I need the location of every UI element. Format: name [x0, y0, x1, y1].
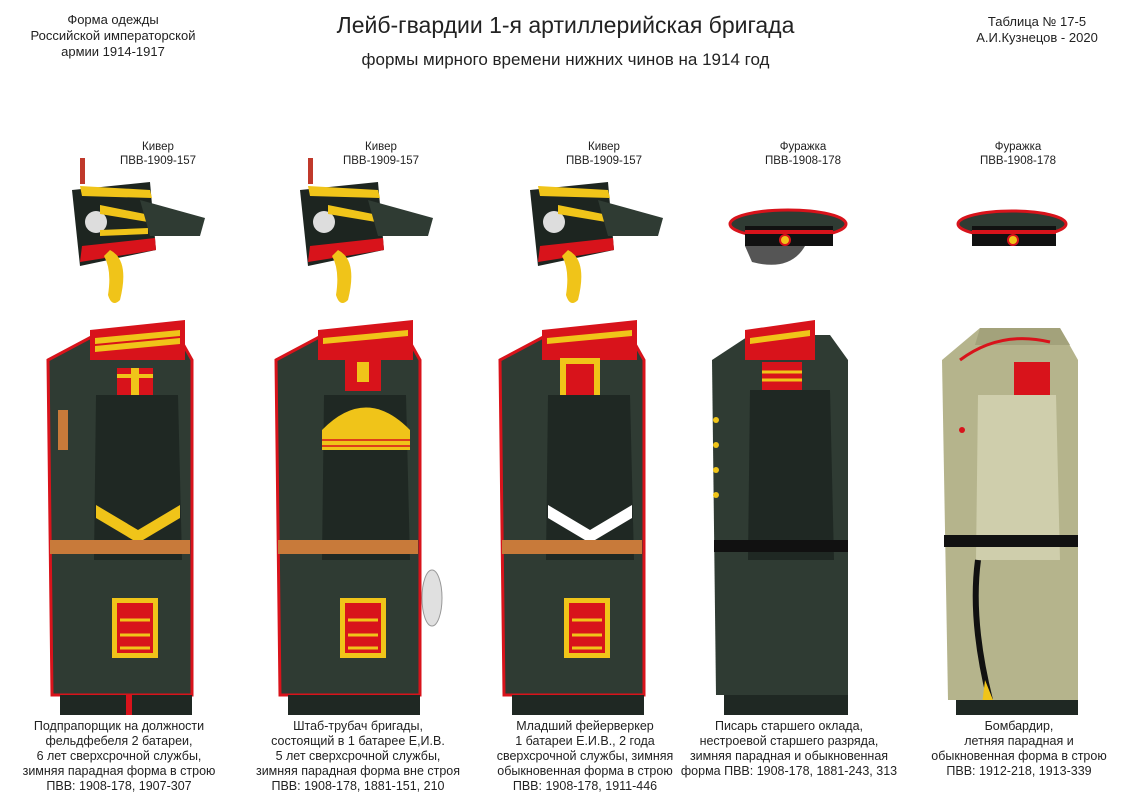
headgear-code: ПВВ-1909-157	[565, 155, 643, 167]
figure-3-illustration	[498, 182, 663, 715]
caption-line: Бомбардир,	[984, 719, 1054, 733]
figure-3-caption: Младший фейерверкер 1 батареи Е.И.В., 2 …	[475, 719, 695, 794]
figure-1-caption: Подпрапорщик на должности фельдфебеля 2 …	[9, 719, 229, 794]
caption-line: ПВВ: 1908-178, 1911-446	[512, 779, 658, 793]
figure-2-headgear-label: Кивер ПВВ-1909-157	[296, 140, 466, 168]
headgear-name: Фуражка	[994, 141, 1042, 153]
peaked-cap-icon	[956, 209, 1068, 246]
header-series-title: Форма одежды Российской императорской ар…	[18, 12, 208, 60]
caption-line: ПВВ: 1908-178, 1881-151, 210	[271, 779, 445, 793]
caption-line: 1 батареи Е.И.В., 2 года	[515, 734, 655, 748]
caption-line: обыкновенная форма в строю	[497, 764, 673, 778]
caption-line: зимняя парадная форма вне строя	[255, 764, 461, 778]
caption-line: сверхсрочной службы, зимняя	[496, 749, 674, 763]
caption-line: 6 лет сверхсрочной службы,	[36, 749, 202, 763]
shako-icon	[300, 158, 433, 304]
caption-line: форма ПВВ: 1908-178, 1881-243, 313	[680, 764, 898, 778]
peaked-cap-icon	[728, 208, 848, 265]
caption-line: Штаб-трубач бригады,	[293, 719, 423, 733]
caption-line: состоящий в 1 батарее Е,И.В.	[271, 734, 445, 748]
header-left-line: армии 1914-1917	[61, 44, 165, 59]
figure-5-caption: Бомбардир, летняя парадная и обыкновенна…	[909, 719, 1129, 779]
headgear-name: Фуражка	[779, 141, 827, 153]
figure-1-headgear-label: Кивер ПВВ-1909-157	[73, 140, 243, 168]
headgear-name: Кивер	[142, 141, 174, 153]
header-right-line: Таблица № 17-5	[987, 14, 1087, 29]
headgear-code: ПВВ-1909-157	[342, 155, 420, 167]
figure-2-illustration	[274, 158, 443, 715]
caption-line: ПВВ: 1912-218, 1913-339	[946, 764, 1092, 778]
header-left-line: Российской императорской	[30, 28, 196, 43]
caption-line: Писарь старшего оклада,	[714, 719, 864, 733]
caption-line: фельдфебеля 2 батареи,	[45, 734, 193, 748]
page-title: Лейб-гвардии 1-я артиллерийская бригада	[336, 12, 795, 38]
caption-line: зимняя парадная и обыкновенная	[689, 749, 889, 763]
shako-icon	[72, 158, 205, 304]
headgear-code: ПВВ-1908-178	[764, 155, 842, 167]
header-table-info: Таблица № 17-5 А.И.Кузнецов - 2020	[957, 14, 1117, 46]
caption-line: Младший фейерверкер	[516, 719, 654, 733]
headgear-code: ПВВ-1909-157	[119, 155, 197, 167]
header-left-line: Форма одежды	[67, 12, 159, 27]
header-right-line: А.И.Кузнецов - 2020	[976, 30, 1098, 45]
caption-line: ПВВ: 1908-178, 1907-307	[46, 779, 192, 793]
figure-3-headgear-label: Кивер ПВВ-1909-157	[519, 140, 689, 168]
figure-4-caption: Писарь старшего оклада, нестроевой старш…	[679, 719, 899, 779]
figure-5-illustration	[942, 209, 1078, 715]
headgear-code: ПВВ-1908-178	[979, 155, 1057, 167]
headgear-name: Кивер	[365, 141, 397, 153]
headgear-name: Кивер	[588, 141, 620, 153]
page-subtitle: формы мирного времени нижних чинов на 19…	[361, 50, 770, 69]
caption-line: летняя парадная и	[964, 734, 1074, 748]
figure-1-illustration	[46, 158, 205, 715]
caption-line: Подпрапорщик на должности	[33, 719, 205, 733]
caption-line: 5 лет сверхсрочной службы,	[275, 749, 441, 763]
figure-4-illustration	[712, 208, 848, 715]
caption-line: зимняя парадная форма в строю	[22, 764, 216, 778]
figure-5-headgear-label: Фуражка ПВВ-1908-178	[933, 140, 1103, 168]
figure-2-caption: Штаб-трубач бригады, состоящий в 1 батар…	[248, 719, 468, 794]
figure-4-headgear-label: Фуражка ПВВ-1908-178	[718, 140, 888, 168]
shako-icon	[530, 182, 663, 304]
caption-line: нестроевой старшего разряда,	[699, 734, 879, 748]
caption-line: обыкновенная форма в строю	[931, 749, 1107, 763]
